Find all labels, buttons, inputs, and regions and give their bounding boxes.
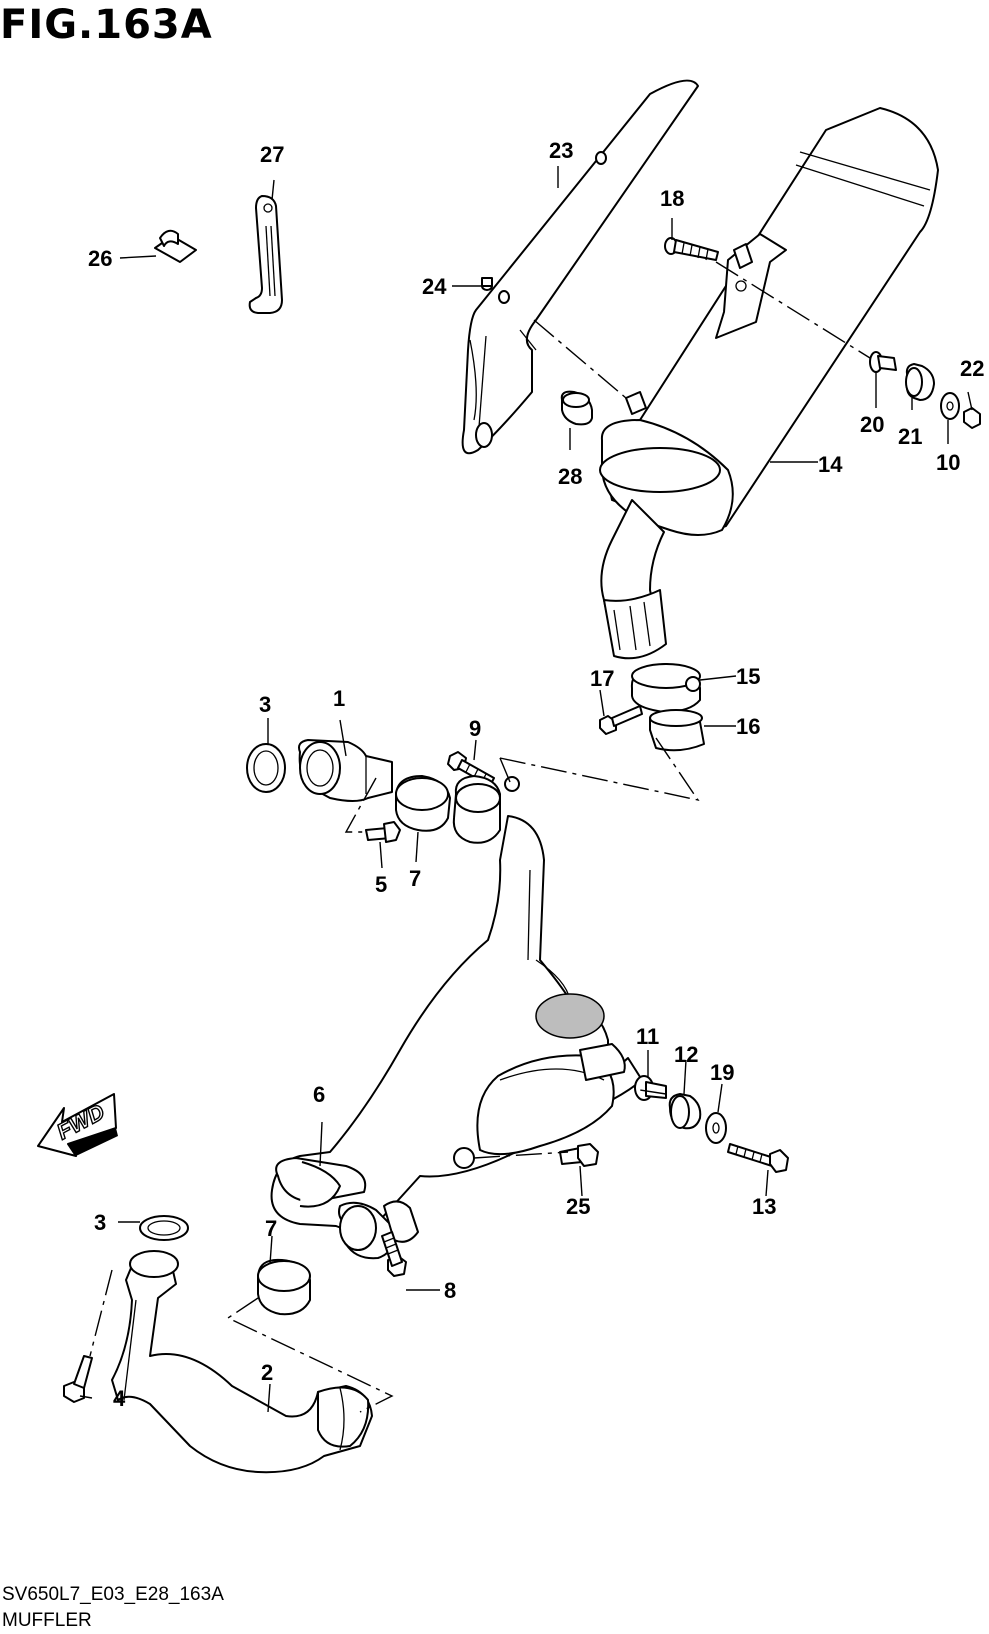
part-5-bolt[interactable] <box>365 821 401 843</box>
part-12-cushion[interactable] <box>668 1093 702 1130</box>
part-16-gasket[interactable] <box>649 709 705 752</box>
callout-8[interactable]: 8 <box>444 1278 456 1303</box>
callout-6[interactable]: 6 <box>313 1082 325 1107</box>
callout-14[interactable]: 14 <box>818 452 843 477</box>
callout-5[interactable]: 5 <box>375 872 387 897</box>
part-26-clip[interactable] <box>154 229 197 263</box>
part-19-washer[interactable] <box>705 1112 727 1144</box>
part-3-gasket-upper[interactable] <box>246 743 286 793</box>
part-15-clamp[interactable] <box>630 663 701 713</box>
part-24-screw[interactable] <box>481 277 493 291</box>
figure-name: MUFFLER <box>2 1610 92 1631</box>
part-2-front-pipe[interactable] <box>111 1250 373 1474</box>
callout-27[interactable]: 27 <box>260 142 284 167</box>
part-23-heat-cover[interactable] <box>461 79 699 455</box>
callout-7-upper[interactable]: 7 <box>409 866 421 891</box>
callout-4[interactable]: 4 <box>113 1386 126 1411</box>
part-20-bushing[interactable] <box>869 351 897 373</box>
callout-24[interactable]: 24 <box>422 274 447 299</box>
callout-22[interactable]: 22 <box>960 356 984 381</box>
part-11-bushing[interactable] <box>634 1075 667 1101</box>
callout-19[interactable]: 19 <box>710 1060 734 1085</box>
callout-21[interactable]: 21 <box>898 424 922 449</box>
part-8-bolt[interactable] <box>381 1231 407 1277</box>
callout-15[interactable]: 15 <box>736 664 760 689</box>
part-4-bolt[interactable] <box>63 1355 93 1403</box>
callout-18[interactable]: 18 <box>660 186 684 211</box>
callout-11[interactable]: 11 <box>636 1024 659 1049</box>
part-28-grommet[interactable] <box>560 390 593 426</box>
figure-code: SV650L7_E03_E28_163A <box>2 1584 224 1605</box>
callout-2[interactable]: 2 <box>261 1360 273 1385</box>
callout-3-lower[interactable]: 3 <box>94 1210 106 1235</box>
callout-26[interactable]: 26 <box>88 246 112 271</box>
part-1-pipe-joint[interactable] <box>298 739 393 802</box>
part-7-gasket-upper[interactable] <box>395 775 451 832</box>
callout-17[interactable]: 17 <box>590 666 614 691</box>
callout-20[interactable]: 20 <box>860 412 884 437</box>
part-10-washer[interactable] <box>940 392 960 420</box>
callout-28[interactable]: 28 <box>558 464 582 489</box>
part-21-cushion[interactable] <box>905 363 935 401</box>
callout-numbers: 1 2 3 3 4 5 6 7 7 8 9 10 11 12 13 14 15 … <box>88 138 984 1411</box>
assembly-lines <box>89 261 871 1413</box>
part-27-strap[interactable] <box>248 195 283 314</box>
callout-25[interactable]: 25 <box>566 1194 590 1219</box>
figure-title: FIG.163A <box>0 2 213 48</box>
part-7-gasket-lower[interactable] <box>257 1258 311 1316</box>
part-14-muffler[interactable] <box>599 107 939 660</box>
part-22-nut[interactable] <box>963 407 981 429</box>
callout-9[interactable]: 9 <box>469 716 481 741</box>
part-17-bolt[interactable] <box>599 705 643 735</box>
part-13-bolt[interactable] <box>727 1143 789 1173</box>
callout-23[interactable]: 23 <box>549 138 573 163</box>
callout-leaders <box>79 166 973 1413</box>
part-3-gasket-lower[interactable] <box>139 1215 189 1241</box>
part-18-bolt[interactable] <box>664 237 719 261</box>
callout-12[interactable]: 12 <box>674 1042 698 1067</box>
part-6-exhaust-pipe[interactable] <box>270 775 643 1260</box>
part-25-sensor[interactable] <box>559 1143 599 1167</box>
callout-1[interactable]: 1 <box>333 686 345 711</box>
callout-10[interactable]: 10 <box>936 450 960 475</box>
callout-7-lower[interactable]: 7 <box>265 1216 277 1241</box>
callout-3-upper[interactable]: 3 <box>259 692 271 717</box>
callout-13[interactable]: 13 <box>752 1194 776 1219</box>
fwd-direction-arrow: FWD <box>37 1093 118 1157</box>
callout-16[interactable]: 16 <box>736 714 760 739</box>
